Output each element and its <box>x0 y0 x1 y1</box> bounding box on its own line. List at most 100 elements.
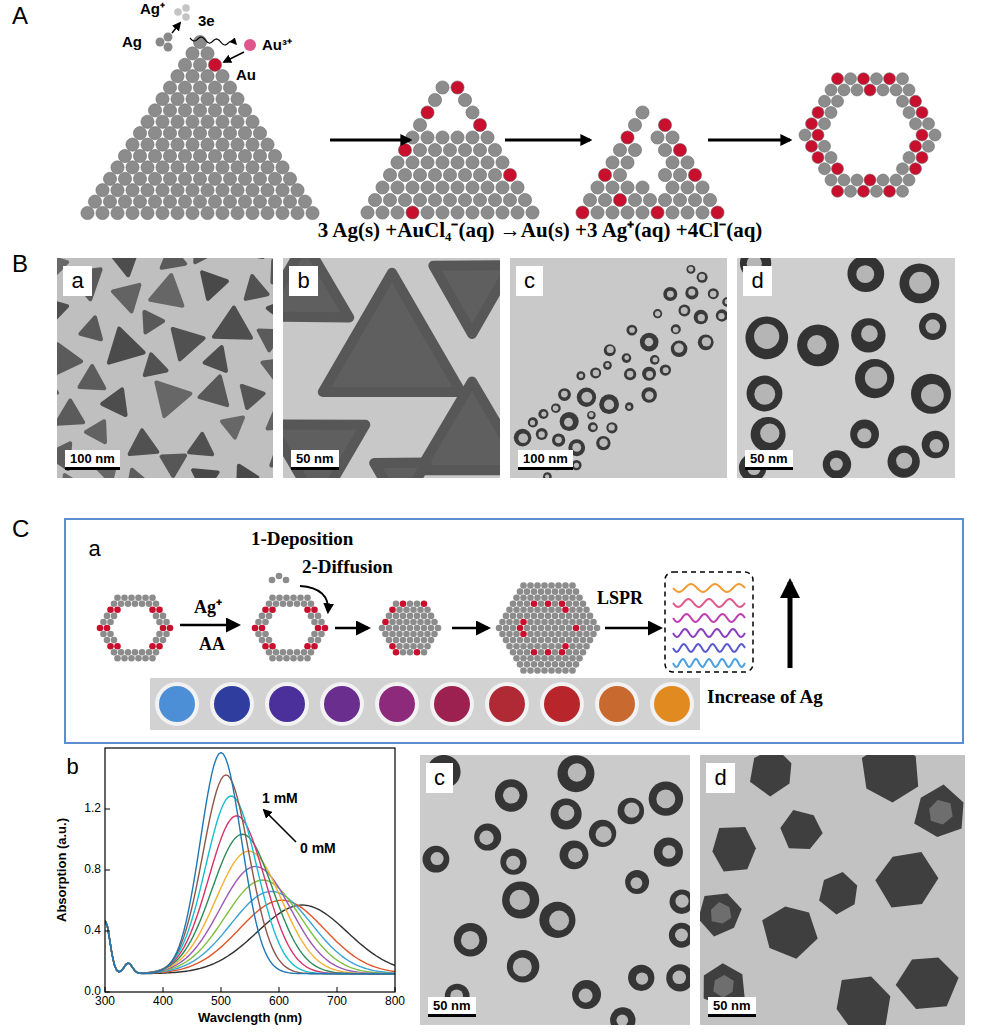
nanoring-hole <box>865 367 887 389</box>
nanoring <box>747 376 783 412</box>
silver-atom <box>871 185 883 197</box>
silver-atom <box>643 193 656 206</box>
panel-label: A <box>12 2 28 30</box>
silver-atom <box>496 206 509 219</box>
silver-atom <box>517 588 524 595</box>
light-wave <box>673 659 745 667</box>
silver-atom <box>666 206 679 219</box>
silver-atom <box>407 625 414 632</box>
silver-atom <box>283 655 290 662</box>
nanoring <box>797 324 839 366</box>
silver-atom <box>148 149 161 162</box>
nanoring <box>572 980 601 1009</box>
silver-atom <box>379 625 386 632</box>
silver-atom <box>559 588 566 595</box>
silver-atom <box>517 637 524 644</box>
silver-atom <box>163 195 176 208</box>
spectrum-curve <box>105 851 395 974</box>
silver-atom <box>552 613 559 620</box>
silver-atom <box>424 619 431 626</box>
nanoring <box>552 433 565 446</box>
silver-atom <box>156 38 165 47</box>
silver-atom <box>576 594 583 601</box>
silver-atom <box>88 195 101 208</box>
silver-atom <box>276 206 289 219</box>
spectrum-curve <box>105 905 395 973</box>
silver-atom <box>517 613 524 620</box>
silver-atom <box>238 149 251 162</box>
silver-atom <box>555 607 562 614</box>
nanoring <box>502 881 539 918</box>
silver-atom <box>391 206 404 219</box>
tick-label: 800 <box>385 995 405 1009</box>
well <box>320 682 364 726</box>
silver-atom <box>510 649 517 656</box>
gold-atom <box>812 106 824 118</box>
silver-atom <box>280 649 287 656</box>
silver-atom <box>208 81 221 94</box>
silver-atom <box>897 163 909 175</box>
silver-atom <box>606 181 619 194</box>
silver-atom <box>688 193 701 206</box>
silver-atom <box>903 152 915 164</box>
nanoring <box>686 265 695 274</box>
silver-atom <box>548 619 555 626</box>
silver-atom <box>246 206 259 219</box>
silver-atom <box>361 206 374 219</box>
nanoring-hole <box>568 763 586 781</box>
silver-atom <box>545 625 552 632</box>
nanoring-hole <box>604 400 614 410</box>
silver-atom <box>414 613 421 620</box>
nanoring-hole <box>925 319 940 334</box>
silver-atom <box>871 73 883 85</box>
silver-atom <box>118 649 125 656</box>
silver-atom <box>832 95 844 107</box>
gold-atom <box>107 607 114 614</box>
silver-atom <box>111 600 118 607</box>
light-wave <box>673 584 745 592</box>
nanoring <box>708 288 719 299</box>
silver-atom <box>171 206 184 219</box>
gold-atom <box>598 168 611 181</box>
well-colour <box>269 686 305 722</box>
silver-atom <box>208 172 221 185</box>
gold-atom <box>910 163 922 175</box>
nanoprism <box>145 354 167 375</box>
silver-atom <box>216 161 229 174</box>
panel-letter: d <box>751 270 763 292</box>
well-colour <box>324 686 360 722</box>
silver-atom <box>548 607 555 614</box>
silver-atom <box>541 619 548 626</box>
silver-atom <box>559 637 566 644</box>
silver-ion <box>174 8 182 16</box>
silver-atom <box>261 161 274 174</box>
x-tick <box>221 987 222 992</box>
gold-atom <box>393 649 400 656</box>
silver-atom <box>421 625 428 632</box>
silver-atom <box>396 631 403 638</box>
gold-atom <box>473 118 486 131</box>
silver-atom <box>171 92 184 105</box>
silver-atom <box>562 582 569 589</box>
nanoring-hole <box>553 406 559 412</box>
silver-atom <box>376 206 389 219</box>
silver-atom <box>545 588 552 595</box>
panel-tag: b <box>289 266 318 296</box>
silver-atom <box>681 206 694 219</box>
gold-atom <box>421 600 428 607</box>
silver-atom <box>246 138 259 151</box>
silver-atom <box>897 73 909 85</box>
silver-atom <box>481 181 494 194</box>
gold-atom <box>884 185 896 197</box>
silver-atom <box>636 206 649 219</box>
nanoprism <box>107 258 139 275</box>
silver-atom <box>400 625 407 632</box>
nanoring-hole <box>599 439 607 447</box>
silver-atom <box>481 156 494 169</box>
silver-atom <box>107 619 114 626</box>
silver-atom <box>573 637 580 644</box>
nanoring <box>587 411 595 419</box>
nanoprism <box>150 275 182 306</box>
nanoring <box>919 313 946 340</box>
silver-atom <box>201 70 214 83</box>
